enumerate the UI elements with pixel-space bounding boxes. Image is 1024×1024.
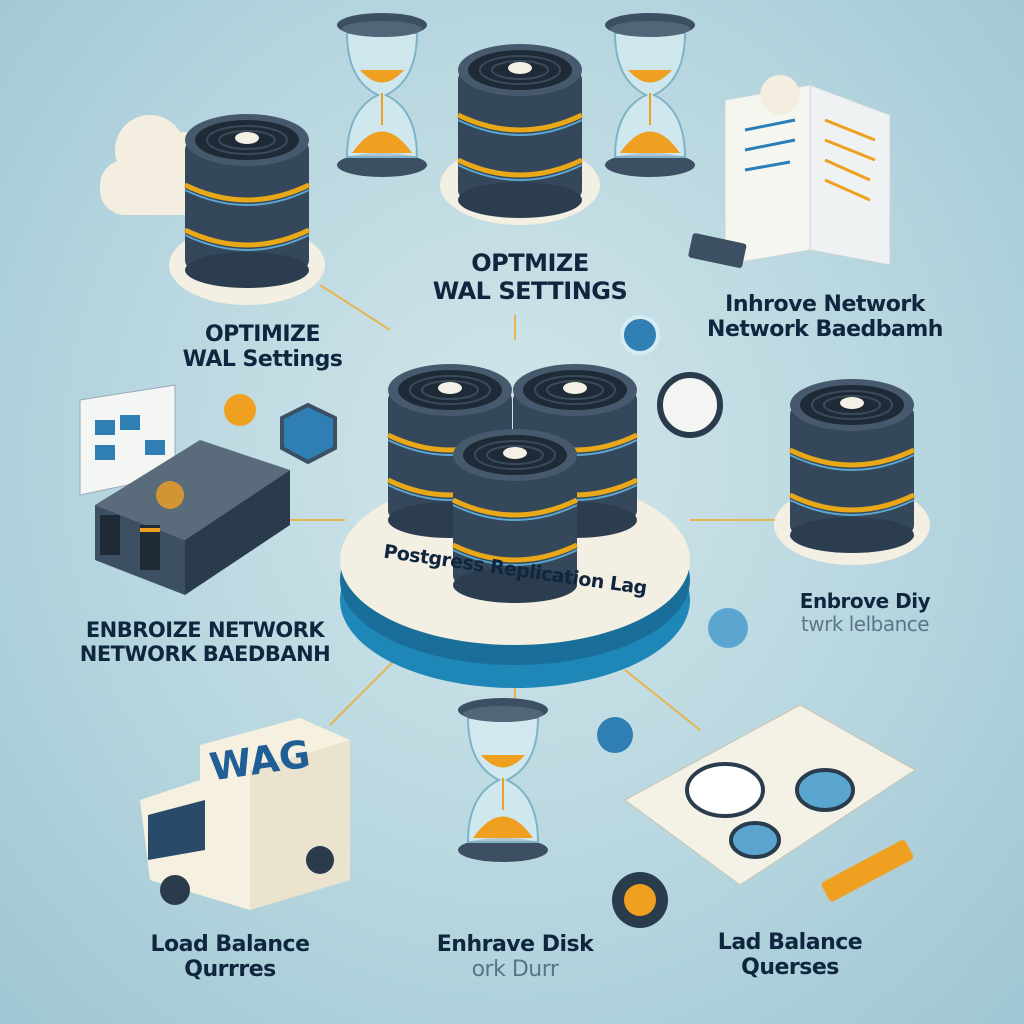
label-line: OPTIMIZE bbox=[204, 322, 321, 347]
label-mid-left: ENBROIZE NETWORK NETWORK BAEDBANH bbox=[60, 618, 350, 666]
label-line: Qurrres bbox=[184, 957, 276, 983]
database-stack-top-center bbox=[440, 44, 600, 225]
label-line: WAL Settings bbox=[182, 347, 343, 373]
label-top-left: OPTIMIZE WAL Settings bbox=[170, 322, 355, 373]
central-platform bbox=[340, 364, 690, 688]
label-line: ENBROIZE NETWORK bbox=[85, 618, 325, 642]
label-line: Enhrave Disk bbox=[436, 932, 594, 957]
disk-icon bbox=[708, 608, 748, 648]
delivery-truck: WAG bbox=[140, 718, 350, 910]
label-line: Querses bbox=[741, 955, 839, 981]
label-line: twrk lelbance bbox=[800, 612, 930, 636]
dashboard-screen-left bbox=[79, 384, 176, 496]
database-stack-right bbox=[774, 379, 930, 565]
label-bottom-right: Lad Balance Querses bbox=[690, 930, 890, 981]
label-top-right: Inhrove Network Network Baedbamh bbox=[690, 292, 960, 343]
label-line: ork Durr bbox=[471, 957, 559, 983]
report-document-icon bbox=[724, 75, 891, 266]
hourglass-icon bbox=[457, 697, 549, 863]
label-line: NETWORK BAEDBANH bbox=[79, 642, 331, 667]
coin-icon bbox=[224, 394, 256, 426]
label-line: Enbrove Diy bbox=[799, 589, 931, 613]
gauge-icon bbox=[620, 315, 660, 355]
gauge-icon bbox=[597, 717, 633, 753]
device-icon bbox=[688, 233, 747, 268]
label-mid-right: Enbrove Diy twrk lelbance bbox=[765, 590, 965, 636]
label-line: Inhrove Network bbox=[725, 292, 925, 317]
label-top-center: OPTMIZE WAL SETTINGS bbox=[410, 249, 650, 305]
shield-icon bbox=[280, 402, 337, 465]
label-line: Load Balance bbox=[150, 932, 310, 957]
server-box bbox=[95, 440, 290, 595]
dashboard-board bbox=[624, 704, 916, 902]
label-line: Network Baedbamh bbox=[707, 317, 943, 343]
label-line: WAL SETTINGS bbox=[432, 276, 628, 305]
hourglass-icon bbox=[336, 12, 428, 178]
label-line: OPTMIZE bbox=[471, 249, 589, 277]
label-line: Lad Balance bbox=[717, 930, 863, 955]
label-bottom-center: Enhrave Disk ork Durr bbox=[415, 932, 615, 983]
clock-icon bbox=[657, 372, 723, 438]
database-stack-top-left bbox=[169, 114, 325, 305]
hourglass-icon bbox=[604, 12, 696, 178]
label-bottom-left: Load Balance Qurrres bbox=[130, 932, 330, 983]
